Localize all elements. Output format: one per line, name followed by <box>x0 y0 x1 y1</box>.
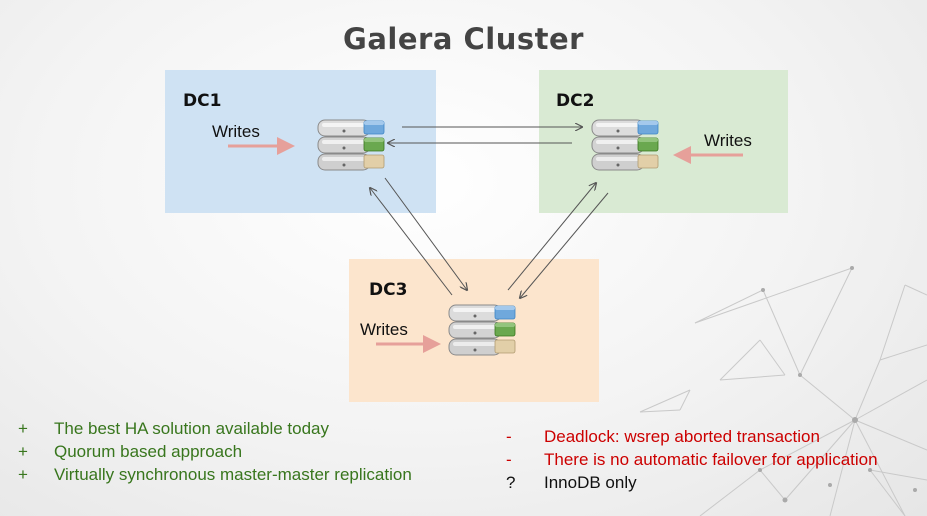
dc2-database-server-icon <box>591 119 659 171</box>
dc2-writes-label: Writes <box>704 131 752 150</box>
replication-arrow-dc3-to-dc1-icon <box>370 188 453 296</box>
dc1-writes-label: Writes <box>212 122 260 141</box>
replication-arrow-dc3-to-dc2-icon <box>507 183 596 291</box>
plus-bullet: + <box>18 419 28 438</box>
cons-list: - Deadlock: wsrep aborted transaction - Th… <box>506 425 878 494</box>
pros-list: + The best HA solution available today + Q… <box>18 417 412 486</box>
con-text: Deadlock: wsrep aborted transaction <box>544 427 820 446</box>
replication-arrow-dc2-to-dc3-icon <box>520 192 609 298</box>
list-item: - Deadlock: wsrep aborted transaction <box>506 425 878 448</box>
page-title: Galera Cluster <box>343 22 584 56</box>
list-item: ? InnoDB only <box>506 471 878 494</box>
con-text: InnoDB only <box>544 473 637 492</box>
list-item: + Quorum based approach <box>18 440 412 463</box>
dc3-database-server-icon <box>448 304 516 356</box>
pro-text: Virtually synchronous master-master repl… <box>54 465 412 484</box>
question-bullet: ? <box>506 473 516 492</box>
dc1-label: DC1 <box>183 91 222 111</box>
plus-bullet: + <box>18 465 28 484</box>
list-item: - There is no automatic failover for appl… <box>506 448 878 471</box>
dc2-label: DC2 <box>556 91 595 111</box>
pro-text: The best HA solution available today <box>54 419 330 438</box>
dc3-label: DC3 <box>369 280 408 300</box>
list-item: + The best HA solution available today <box>18 417 412 440</box>
minus-bullet: - <box>506 450 512 469</box>
con-text: There is no automatic failover for appli… <box>544 450 878 469</box>
dc3-writes-label: Writes <box>360 320 408 339</box>
minus-bullet: - <box>506 427 512 446</box>
plus-bullet: + <box>18 442 28 461</box>
list-item: + Virtually synchronous master-master rep… <box>18 463 412 486</box>
datacenter-dc2-box: DC2 Writes <box>539 70 788 213</box>
replication-arrow-dc1-to-dc3-icon <box>384 177 467 290</box>
pro-text: Quorum based approach <box>54 442 243 461</box>
dc1-database-server-icon <box>317 119 385 171</box>
